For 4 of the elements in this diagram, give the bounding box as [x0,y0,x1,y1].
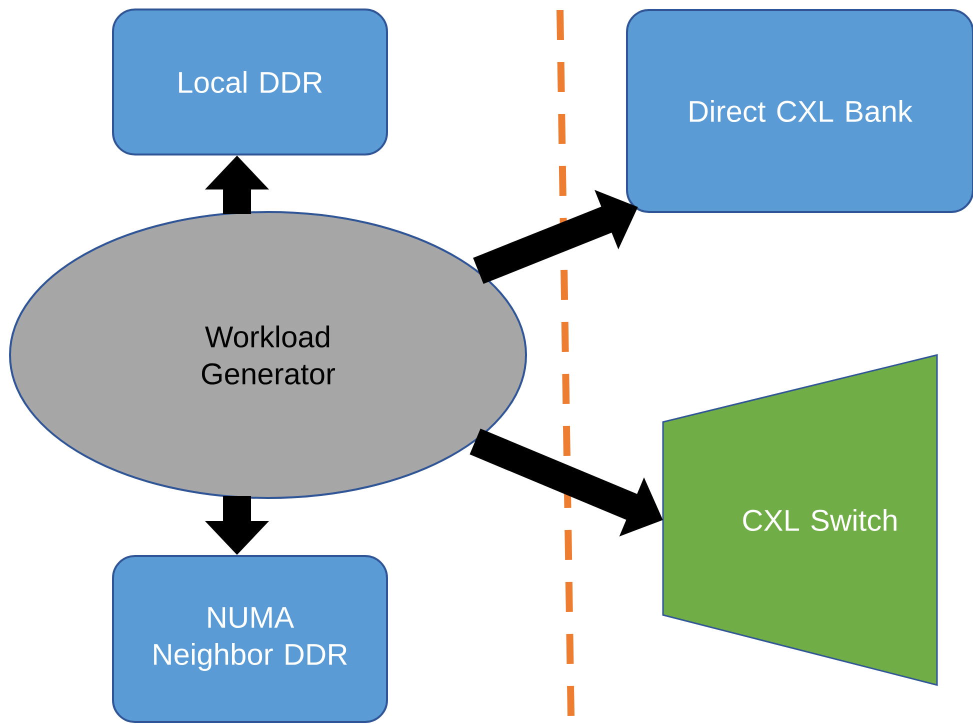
process-box: NUMA Neighbor DDR [112,555,388,723]
process-box: Direct CXL Bank [626,9,973,213]
switch-trapezoid: CXL Switch [662,354,938,686]
process-box: Local DDR [112,8,388,156]
